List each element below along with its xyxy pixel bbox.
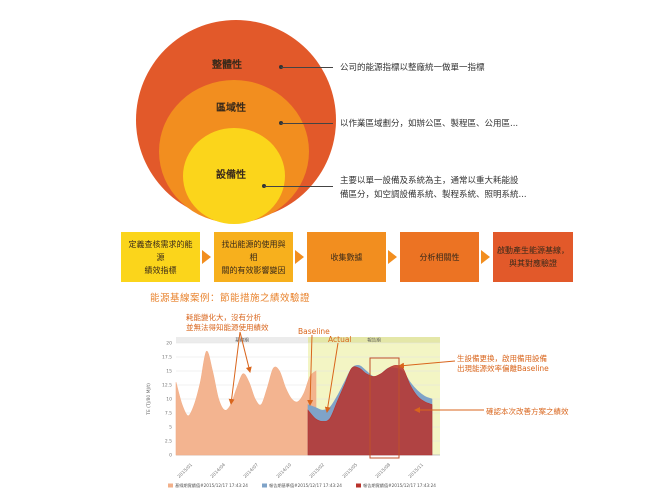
x-tick-label: 2015/05 xyxy=(341,462,359,480)
regional-label: 區域性 xyxy=(216,103,246,114)
x-tick-label: 2015/02 xyxy=(308,462,326,480)
process-arrow xyxy=(202,250,211,264)
x-tick-label: 2015/01 xyxy=(176,462,194,480)
actual-annotation: Actual xyxy=(328,335,352,344)
process-step-baseline: 啟動產生能源基線，與其對應驗證 xyxy=(493,232,573,282)
equipment-leader-line xyxy=(264,186,333,187)
legend-swatch xyxy=(356,483,361,488)
legend-label: 基線期實績值#2015/12/17 17:43:24 xyxy=(175,482,248,489)
overall-leader-line xyxy=(281,67,333,68)
legend-swatch xyxy=(262,483,267,488)
legend-swatch xyxy=(168,483,173,488)
regional-description: 以作業區域劃分，如辦公區、製程區、公用區... xyxy=(340,119,519,129)
equipment-description-line2: 備區分，如空調設備系統、製程系統、照明系統... xyxy=(340,190,527,200)
process-arrow xyxy=(388,250,397,264)
y-tick-label: 2.5 xyxy=(165,439,172,445)
y-tick-label: 15 xyxy=(166,369,172,375)
x-tick-label: 2014/10 xyxy=(275,462,293,480)
baseline-period-series xyxy=(175,351,317,456)
y-tick-label: 12.5 xyxy=(162,383,172,389)
y-tick-label: 5 xyxy=(169,425,172,431)
y-axis-label: TE (TJ/80 MJ/t) xyxy=(146,383,152,416)
process-step-analyze: 分析相關性 xyxy=(400,232,479,282)
process-arrow xyxy=(295,250,304,264)
variation-note-line1: 耗能變化大，沒有分析 xyxy=(186,313,261,322)
x-tick-label: 2014/07 xyxy=(242,462,260,480)
y-tick-label: 10 xyxy=(166,397,172,403)
confirm-note: 確認本次改善方案之績效 xyxy=(486,407,569,416)
process-arrow xyxy=(481,250,490,264)
equipment-note-line1: 生設備更換，啟用備用設備 xyxy=(457,354,547,363)
variation-note-line2: 並無法得知能源使用績效 xyxy=(186,323,269,332)
y-tick-label: 0 xyxy=(169,453,172,459)
process-step-collect: 收集數據 xyxy=(307,232,386,282)
regional-leader-line xyxy=(281,123,333,124)
x-tick-label: 2015/11 xyxy=(407,462,425,480)
y-tick-label: 7.5 xyxy=(165,411,172,417)
legend-label: 報告期基準值#2015/12/17 17:43:24 xyxy=(269,482,342,489)
equipment-note-line2: 出現能源效率偏離Baseline xyxy=(457,364,549,373)
legend-label: 報告期實績值#2015/12/17 17:43:24 xyxy=(363,482,436,489)
baseline-period-label: 基線期 xyxy=(235,337,249,344)
y-tick-label: 17.5 xyxy=(162,355,172,361)
overall-description: 公司的能源指標以整廠統一做單一指標 xyxy=(340,63,485,73)
case-study-title: 能源基線案例：節能措施之績效驗證 xyxy=(150,293,311,304)
x-tick-label: 2015/08 xyxy=(374,462,392,480)
equipment-circle xyxy=(183,128,285,224)
x-tick-label: 2014/04 xyxy=(209,462,227,480)
overall-label: 整體性 xyxy=(212,60,242,71)
y-tick-label: 20 xyxy=(166,341,172,347)
baseline-annotation: Baseline xyxy=(298,327,330,336)
report-period-header xyxy=(308,337,440,343)
equipment-description-line1: 主要以單一設備及系統為主，通常以重大耗能設 xyxy=(340,176,519,186)
report-period-label: 報告期 xyxy=(367,337,381,344)
process-step-define: 定義查核需求的能源績效指標 xyxy=(121,232,200,282)
equipment-label: 設備性 xyxy=(216,170,246,181)
process-step-variables: 找出能源的使用與相關的有效影響變因 xyxy=(214,232,293,282)
